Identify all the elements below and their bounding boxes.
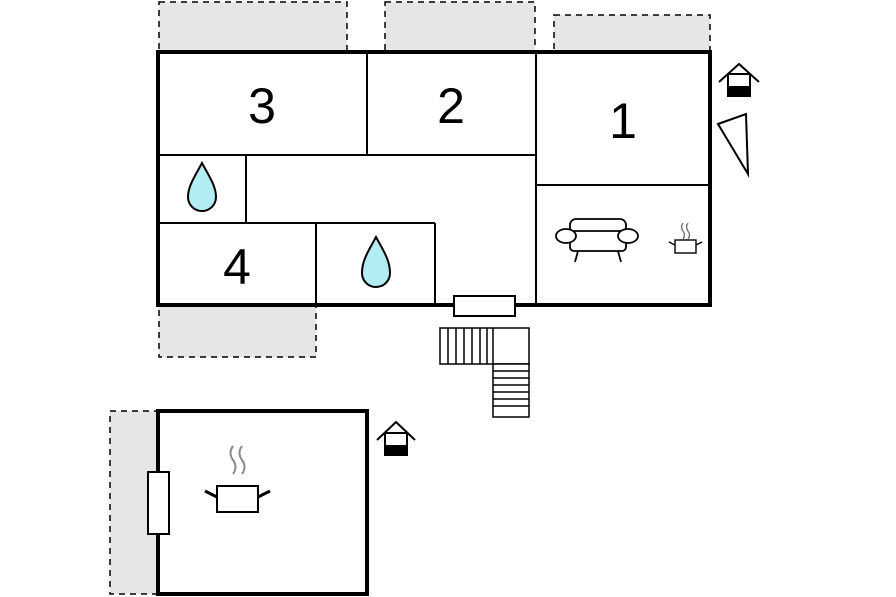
- water-drop-icon: [186, 160, 218, 212]
- stairs: [439, 327, 530, 418]
- house-icon: [718, 62, 760, 97]
- sofa-icon: [555, 218, 639, 263]
- terrace-bottom-left: [158, 304, 317, 358]
- terrace-top-right: [553, 14, 711, 53]
- room-2-label: 2: [437, 78, 465, 134]
- house-icon: [376, 420, 416, 456]
- main-house: 3 2 1 4: [156, 50, 712, 317]
- room-4-label: 4: [223, 239, 251, 295]
- terrace-top-middle: [384, 1, 536, 53]
- annex-door: [147, 471, 170, 535]
- annex-building: [147, 409, 369, 596]
- entrance-door: [453, 295, 516, 317]
- cooking-pot-icon: [668, 222, 703, 254]
- room-3-label: 3: [248, 78, 276, 134]
- terrace-top-left: [158, 1, 348, 53]
- cooking-pot-icon: [204, 445, 271, 513]
- north-arrow-icon: [716, 112, 750, 178]
- annex-walls: [156, 409, 369, 596]
- water-drop-icon: [360, 234, 392, 288]
- room-1-label: 1: [609, 93, 637, 149]
- terraces: [109, 1, 711, 595]
